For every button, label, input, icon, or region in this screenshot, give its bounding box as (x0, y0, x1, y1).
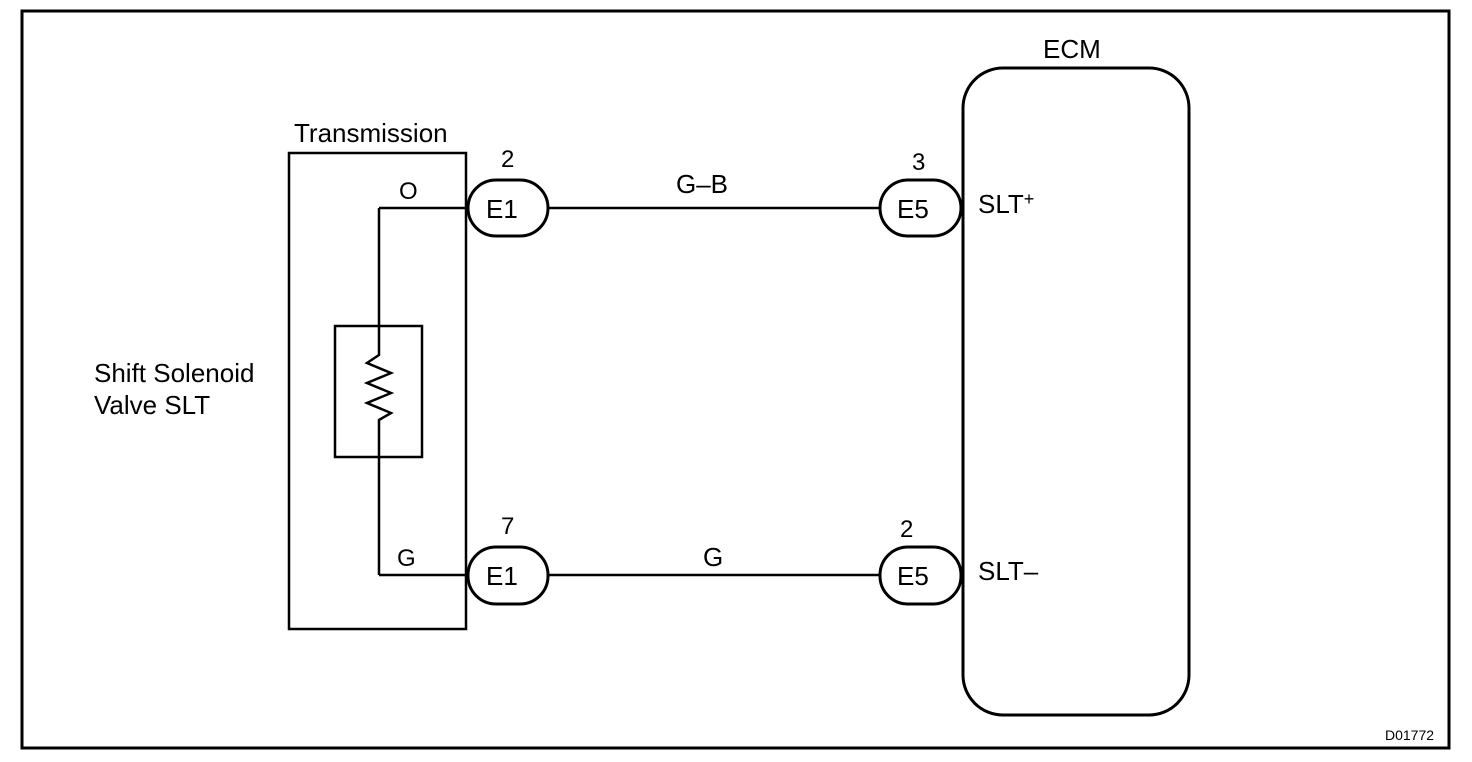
diagram-frame (20, 9, 1451, 750)
figure-id: D01772 (1385, 727, 1434, 743)
connector-e5-top-pin: 3 (912, 149, 925, 176)
ecm-label: ECM (1043, 34, 1101, 64)
solenoid-label-line2: Valve SLT (94, 390, 210, 420)
connector-e1-top-name: E1 (486, 194, 518, 224)
transmission-box (287, 151, 468, 631)
connector-e1-bottom-pin: 7 (501, 513, 514, 540)
connector-e5-top-name: E5 (897, 194, 929, 224)
connector-e1-top-pin: 2 (501, 146, 514, 173)
terminal-slt-minus: SLT– (978, 556, 1039, 586)
wire-top-color: G–B (676, 169, 728, 199)
wire-bottom-color: G (703, 542, 723, 572)
connector-e5-bottom-pin: 2 (900, 516, 913, 543)
inner-wire-bottom-color: G (397, 545, 416, 572)
connector-e5-bottom-name: E5 (897, 561, 929, 591)
ecm-box (961, 66, 1191, 717)
solenoid-coil-icon (363, 208, 395, 575)
connector-e1-bottom-name: E1 (486, 561, 518, 591)
terminal-slt-plus-base: SLT (978, 189, 1024, 219)
inner-wire-top-color: O (399, 178, 418, 205)
terminal-slt-plus-sign: + (1024, 189, 1035, 209)
terminal-slt-plus: SLT+ (978, 189, 1034, 219)
connector-e1-top (466, 178, 550, 238)
connector-e5-bottom (878, 545, 963, 606)
connector-e5-top (878, 178, 963, 238)
transmission-label: Transmission (294, 118, 448, 148)
solenoid-label-line1: Shift Solenoid (94, 358, 254, 388)
connector-e1-bottom (466, 545, 550, 606)
